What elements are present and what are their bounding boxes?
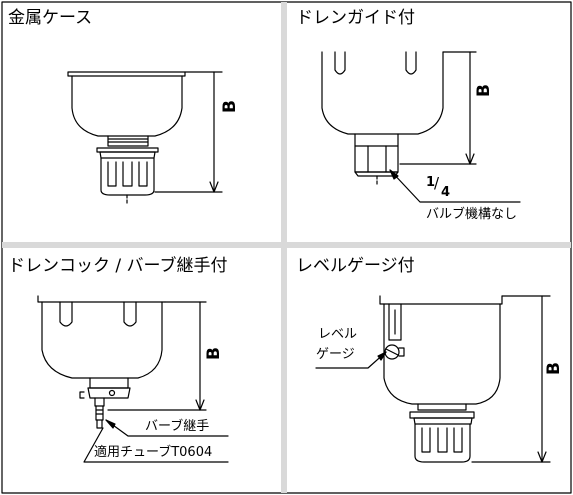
dimension-b-label: B — [543, 362, 564, 375]
metal-case-drawing — [67, 71, 223, 206]
no-valve-note: バルブ機構なし — [426, 207, 518, 222]
level-label: レベル — [318, 327, 358, 342]
title-metal-case: 金属ケース — [8, 8, 93, 28]
drain-cock-drawing — [37, 295, 229, 463]
dimension-b-label: B — [219, 100, 240, 113]
title-level-gauge: レベルゲージ付 — [296, 256, 415, 276]
dimension-b-label: B — [203, 347, 224, 360]
drain-guide-drawing — [321, 51, 521, 203]
title-drain-cock: ドレンコック / バーブ継手付 — [8, 256, 228, 276]
gauge-label: ゲージ — [316, 347, 355, 362]
fraction-numerator: 1 — [426, 175, 436, 190]
barb-fitting-label: バーブ継手 — [145, 419, 210, 434]
dimension-b-label: B — [473, 84, 494, 97]
tube-label: 適用チューブT0604 — [94, 445, 213, 460]
fraction-denominator: 4 — [441, 185, 451, 200]
level-gauge-drawing — [315, 295, 551, 463]
fraction-slash: / — [434, 174, 440, 192]
title-drain-guide: ドレンガイド付 — [296, 8, 415, 28]
